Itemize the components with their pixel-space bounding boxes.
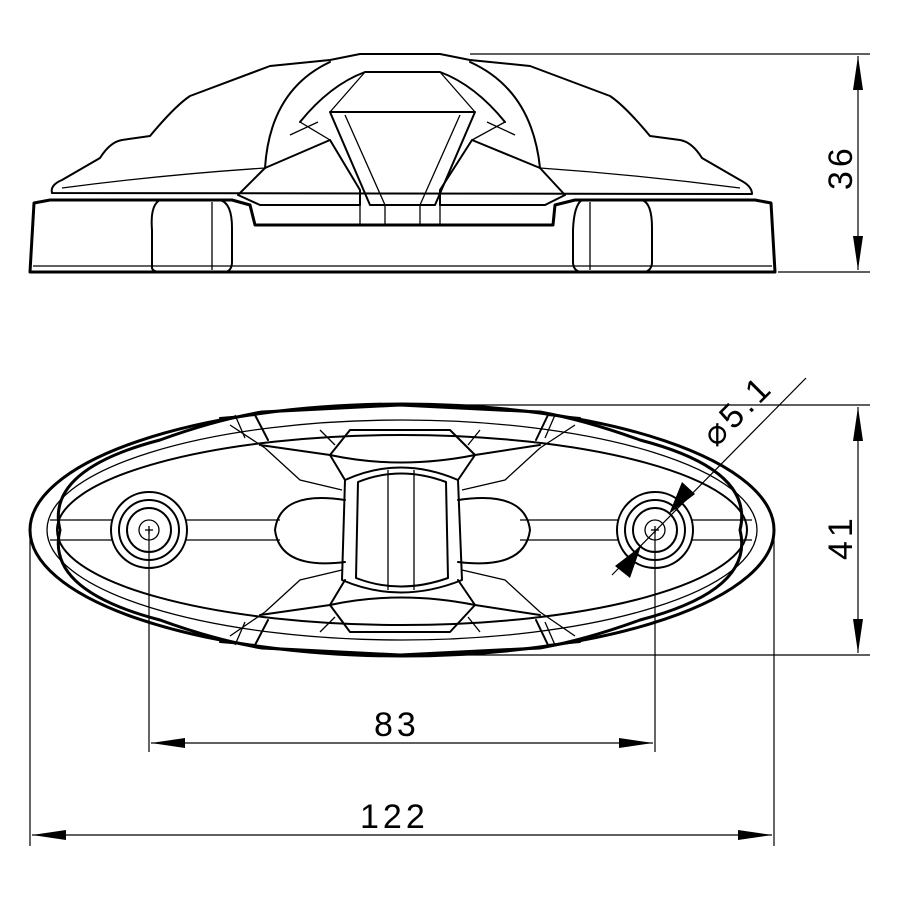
side-view-left-foot	[150, 199, 233, 273]
height-dimension: 36	[470, 53, 870, 273]
top-view-cleat-center	[274, 466, 531, 594]
side-view-diamond	[329, 111, 476, 206]
overall-length-dimension: 122	[29, 530, 775, 846]
top-view-rim	[28, 402, 776, 658]
depth-dimension: 41	[400, 404, 870, 656]
top-view-outer-outline	[56, 403, 744, 657]
height-dimension-label: 36	[822, 144, 860, 190]
side-view-right-foot	[572, 199, 653, 273]
side-view-dome	[264, 61, 541, 169]
hole-spacing-dimension: 83	[148, 530, 656, 752]
top-view-lower-horn	[219, 569, 581, 646]
hole-diameter-label: ⌀5.1	[695, 368, 781, 454]
side-view	[28, 53, 777, 274]
side-view-base	[28, 198, 777, 274]
top-view	[28, 402, 776, 658]
top-view-upper-horn	[219, 414, 581, 491]
hole-spacing-label: 83	[374, 706, 420, 744]
overall-length-label: 122	[360, 798, 429, 836]
depth-dimension-label: 41	[822, 514, 860, 560]
top-view-inner-ellipse	[56, 434, 748, 626]
side-view-body	[50, 53, 753, 195]
side-view-left-wing	[237, 139, 361, 206]
